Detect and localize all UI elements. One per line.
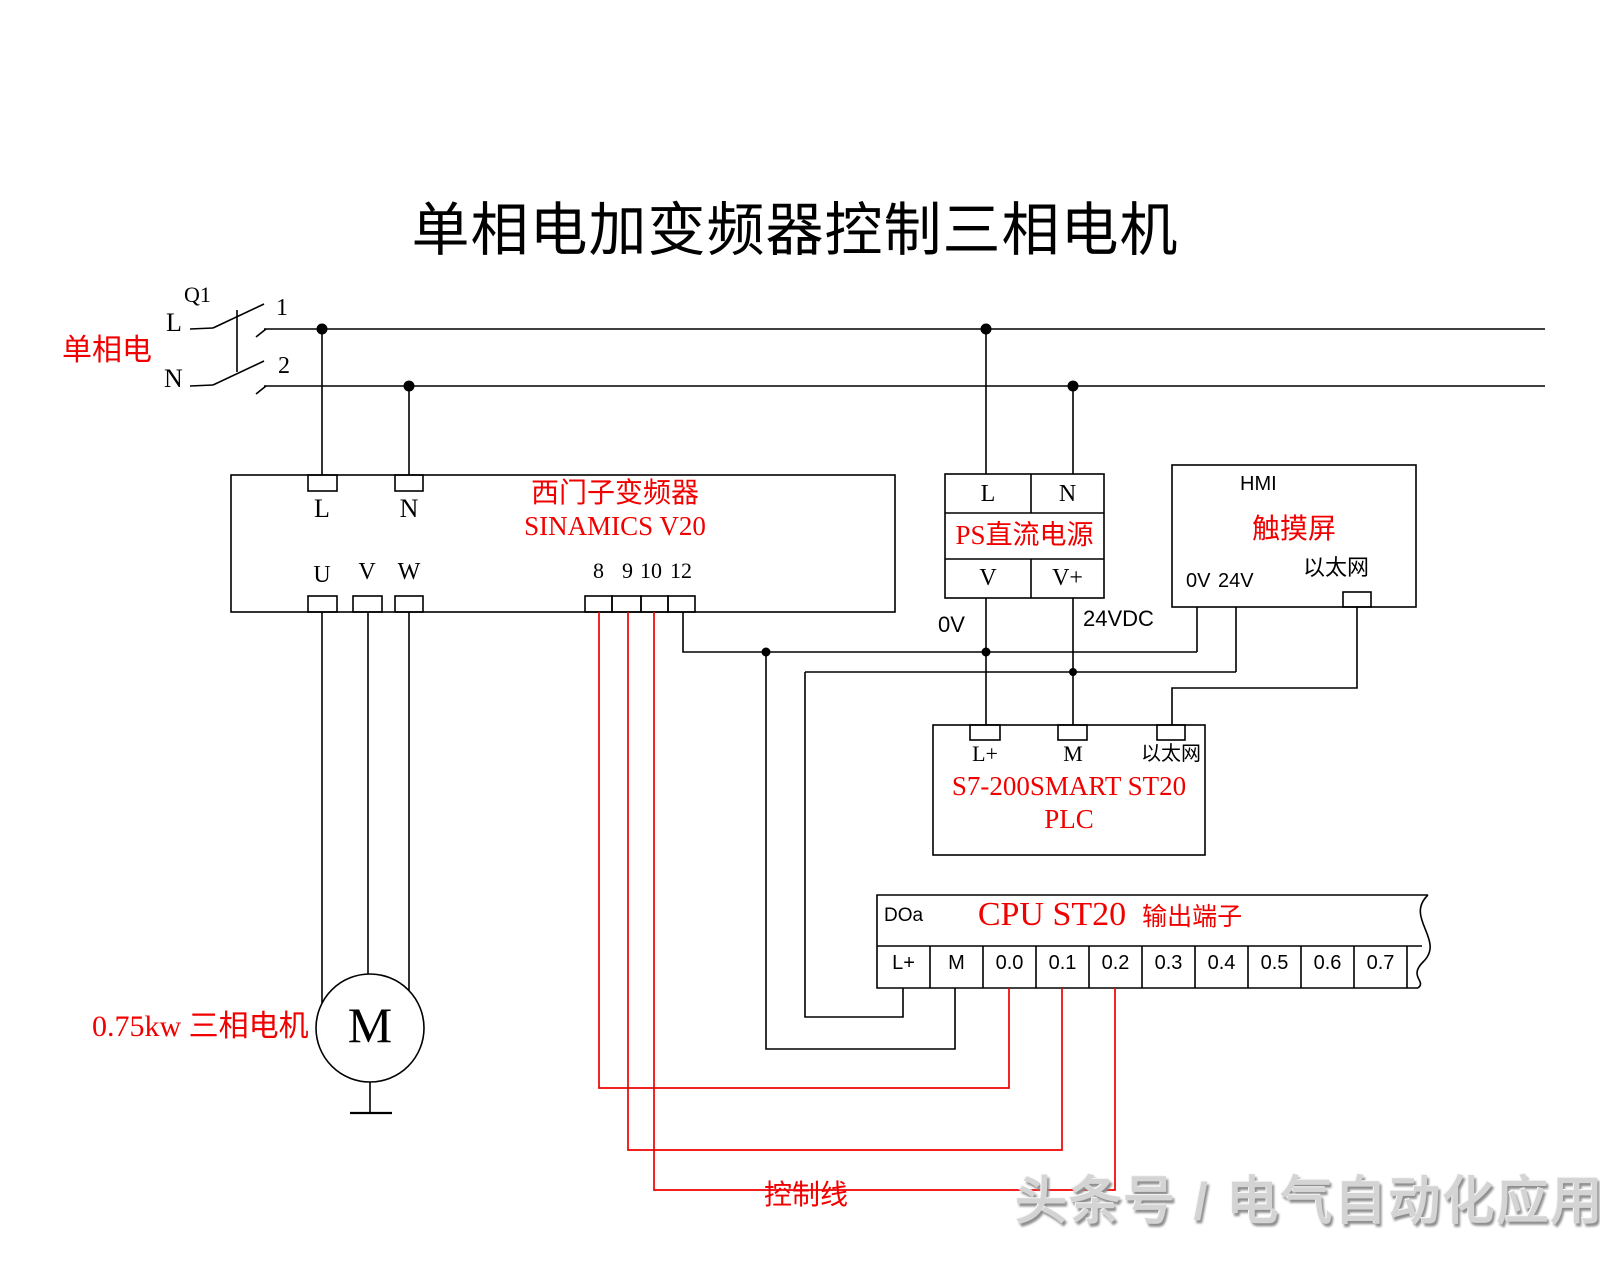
io-strip-cell-dividers bbox=[929, 946, 1408, 988]
psu-box bbox=[944, 473, 1105, 599]
mains-phase-label: L bbox=[166, 308, 182, 337]
junction-dot bbox=[403, 380, 415, 392]
plc-terminal-eth bbox=[1156, 724, 1186, 741]
wire2-number: 2 bbox=[278, 353, 290, 379]
io-cell-q01: 0.1 bbox=[1048, 952, 1077, 974]
junction-dot bbox=[980, 323, 992, 335]
io-cell-lplus: L+ bbox=[892, 952, 915, 974]
inverter-terminal-l bbox=[307, 474, 338, 492]
io-strip-title: CPU ST20 输出端子 bbox=[960, 898, 1260, 932]
wire-12-to-0v-rail bbox=[682, 612, 1197, 653]
watermark: 头条号 / 电气自动化应用 bbox=[1015, 1173, 1600, 1231]
junction-dot bbox=[761, 647, 771, 657]
control-wire-8-to-q00 bbox=[598, 612, 1010, 1089]
motor-symbol: M bbox=[347, 997, 393, 1053]
junction-dot bbox=[316, 323, 328, 335]
plc-terminal-lplus-label: L+ bbox=[972, 741, 998, 766]
breaker-blade-n bbox=[212, 360, 265, 386]
inverter-terminal-u-label: U bbox=[313, 562, 331, 588]
inverter-terminal-9 bbox=[611, 595, 642, 613]
io-strip-title-cpu: CPU ST20 bbox=[977, 896, 1127, 933]
wire-strip-m-to-0v bbox=[765, 652, 956, 1050]
plc-terminal-m bbox=[1057, 724, 1088, 741]
page-title: 单相电加变频器控制三相电机 bbox=[411, 198, 1179, 263]
wire-strip-lplus-to-24v bbox=[804, 672, 904, 1018]
wire1-number: 1 bbox=[276, 295, 288, 321]
plc-model: S7-200SMART ST20 bbox=[951, 771, 1187, 801]
inverter-terminal-u bbox=[307, 595, 338, 613]
hmi-name: 触摸屏 bbox=[1251, 514, 1336, 545]
inverter-terminal-12 bbox=[667, 595, 696, 613]
inverter-terminal-n bbox=[394, 474, 424, 492]
breaker-lead-n bbox=[189, 384, 214, 387]
hmi-ethernet-label: 以太网 bbox=[1303, 555, 1370, 580]
control-wire-9-to-q01 bbox=[627, 612, 1063, 1151]
plc-terminal-lplus bbox=[969, 724, 1001, 741]
io-cell-q05: 0.5 bbox=[1260, 952, 1289, 974]
hmi-24v-label: 24V bbox=[1218, 570, 1254, 592]
psu-24vdc-label: 24VDC bbox=[1083, 606, 1154, 631]
control-line-label: 控制线 bbox=[764, 1180, 849, 1211]
io-cell-q06: 0.6 bbox=[1313, 952, 1342, 974]
io-strip-title-suffix: 输出端子 bbox=[1142, 904, 1243, 931]
hmi-ethernet-terminal bbox=[1342, 591, 1372, 608]
inverter-terminal-9-label: 9 bbox=[622, 558, 633, 583]
psu-terminal-v-label: V bbox=[979, 565, 997, 591]
hmi-0v-label: 0V bbox=[1186, 570, 1211, 592]
inverter-model: SINAMICS V20 bbox=[524, 511, 706, 541]
hmi-title: HMI bbox=[1240, 473, 1277, 495]
io-strip-outline bbox=[876, 894, 1428, 989]
control-wire-10-to-q02 bbox=[653, 612, 1116, 1191]
io-cell-q07: 0.7 bbox=[1366, 952, 1395, 974]
junction-dot bbox=[981, 647, 991, 657]
mains-neutral-label: N bbox=[164, 364, 183, 393]
inverter-terminal-8 bbox=[584, 595, 613, 613]
motor-label: 0.75kw 三相电机 bbox=[92, 1010, 309, 1043]
mains-label: 单相电 bbox=[62, 334, 152, 367]
breaker-label: Q1 bbox=[184, 282, 211, 307]
wire-line1-tick bbox=[255, 328, 267, 338]
io-cell-q02: 0.2 bbox=[1101, 952, 1130, 974]
plc-terminal-m-label: M bbox=[1063, 741, 1083, 766]
inverter-terminal-v-label: V bbox=[358, 559, 376, 585]
inverter-terminal-10 bbox=[640, 595, 669, 613]
io-cell-q00: 0.0 bbox=[995, 952, 1024, 974]
io-strip-torn-edge bbox=[1416, 894, 1431, 989]
psu-terminal-l-label: L bbox=[980, 481, 996, 507]
inverter-terminal-v bbox=[352, 595, 383, 613]
hmi-box bbox=[1171, 464, 1417, 608]
inverter-terminal-12-label: 12 bbox=[670, 558, 692, 583]
wire-line2-tick bbox=[255, 385, 267, 395]
plc-name: PLC bbox=[1044, 804, 1094, 834]
inverter-box bbox=[230, 474, 896, 613]
breaker-lead-l bbox=[189, 327, 214, 330]
io-group-label: DOa bbox=[884, 905, 924, 926]
psu-title: PS直流电源 bbox=[955, 520, 1094, 550]
inverter-terminal-l-label: L bbox=[314, 494, 330, 523]
plc-terminal-eth-label: 以太网 bbox=[1141, 743, 1201, 765]
junction-dot bbox=[1069, 668, 1077, 676]
wire-hmi-eth-to-plc bbox=[1171, 607, 1358, 725]
junction-dot bbox=[1067, 380, 1079, 392]
io-cell-m: M bbox=[948, 952, 965, 974]
inverter-terminal-w-label: W bbox=[397, 559, 421, 585]
inverter-terminal-10-label: 10 bbox=[640, 558, 662, 583]
psu-0v-label: 0V bbox=[938, 612, 965, 637]
psu-terminal-vplus-label: V+ bbox=[1052, 565, 1083, 591]
breaker-blade-l bbox=[212, 303, 265, 329]
io-cell-q04: 0.4 bbox=[1207, 952, 1236, 974]
io-cell-q03: 0.3 bbox=[1154, 952, 1183, 974]
psu-terminal-n-label: N bbox=[1058, 481, 1077, 507]
inverter-title: 西门子变频器 bbox=[530, 478, 699, 509]
inverter-terminal-8-label: 8 bbox=[593, 558, 604, 583]
inverter-terminal-n-label: N bbox=[399, 494, 419, 523]
inverter-terminal-w bbox=[394, 595, 424, 613]
